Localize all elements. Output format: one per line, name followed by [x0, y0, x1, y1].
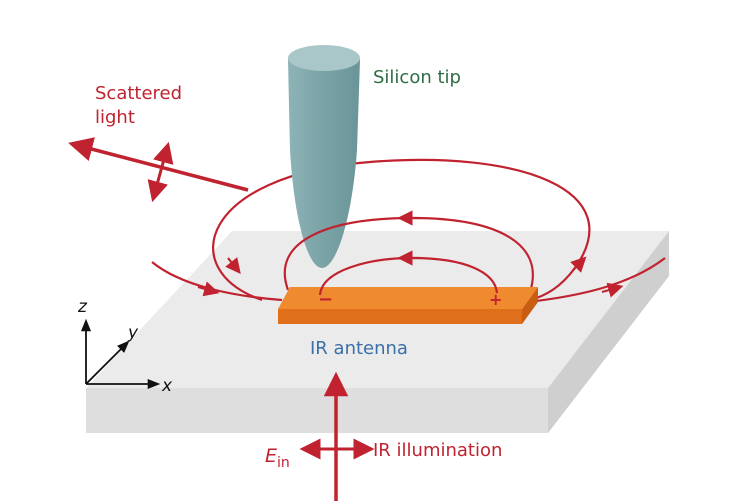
field-line-right-outgoing	[527, 257, 666, 304]
axis-x-label: x	[161, 376, 173, 396]
slab-side-face	[548, 231, 669, 433]
silicon-tip-label: Silicon tip	[373, 67, 461, 88]
antenna-top-face	[278, 287, 538, 309]
ir-illumination-label: IR illumination	[373, 440, 502, 461]
scattered-light-label-line2: light	[95, 107, 135, 128]
coordinate-axes: z y x	[77, 297, 173, 396]
antenna-front-face	[278, 309, 522, 324]
antenna-plus-sign: +	[489, 290, 502, 309]
scattered-light-label-line1: Scattered	[95, 83, 182, 104]
axis-y-line	[85, 340, 130, 385]
scattered-polarization-arrow	[147, 141, 174, 203]
scattered-light-beam	[68, 137, 249, 203]
silicon-tip	[288, 48, 360, 268]
field-line-right-arrow	[601, 282, 624, 298]
slab-front-face	[86, 388, 548, 433]
field-line-left-arrow	[197, 281, 220, 297]
silicon-tip-top	[288, 45, 360, 71]
field-loop-outer-arrow-right	[570, 256, 587, 273]
axis-z-label: z	[77, 297, 88, 317]
ein-subscript: in	[277, 455, 290, 471]
antenna-side-face	[522, 287, 538, 324]
antenna-minus-sign: −	[318, 289, 333, 310]
ein-label: Ein	[265, 445, 290, 471]
ein-symbol: E	[265, 445, 277, 467]
ir-antenna-label: IR antenna	[310, 338, 408, 359]
axis-y-label: y	[127, 323, 139, 343]
field-loop-outer-arrow-left	[225, 257, 241, 275]
ir-antenna	[278, 287, 538, 324]
